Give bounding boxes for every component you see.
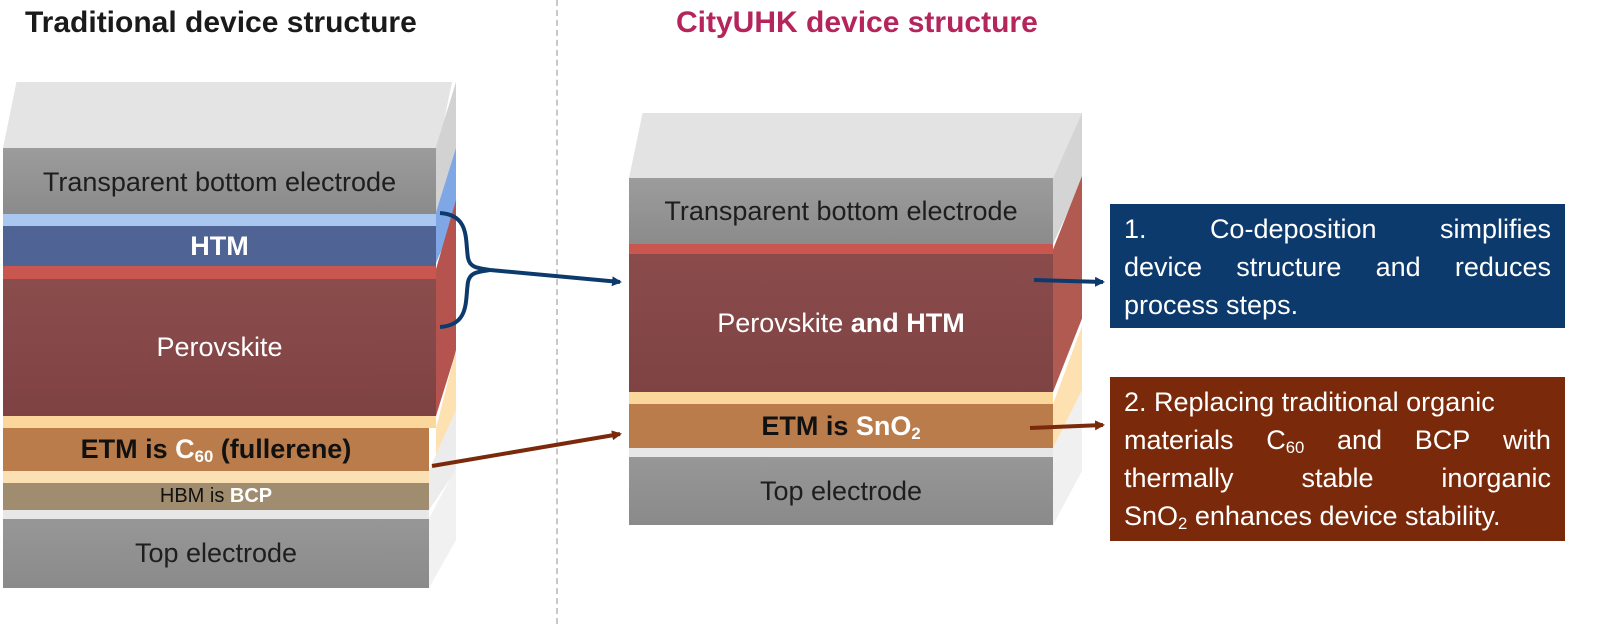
callout1-line1: 1. Co-deposition simplifies bbox=[1124, 210, 1551, 248]
left-htm-top-face bbox=[3, 214, 436, 226]
left-htm-layer: HTM bbox=[3, 226, 436, 266]
brace-to-right-arrow bbox=[489, 268, 622, 287]
left-perovskite-layer: Perovskite bbox=[3, 279, 436, 416]
left-perovskite-label: Perovskite bbox=[156, 332, 283, 362]
callout-replacing-materials: 2. Replacing traditional organic materia… bbox=[1110, 377, 1565, 541]
title-traditional: Traditional device structure bbox=[25, 6, 417, 39]
callout1-word: and bbox=[1375, 252, 1421, 282]
right-etm-sub: 2 bbox=[911, 423, 921, 443]
htm-perovskite-brace bbox=[439, 211, 491, 329]
callout1-word: device bbox=[1124, 252, 1203, 282]
left-hbm-top-face bbox=[3, 471, 429, 483]
left-etm-suffix: (fullerene) bbox=[213, 434, 352, 464]
left-hbm-layer: HBM is BCP bbox=[3, 483, 429, 510]
callout1-line2: device structure and reduces bbox=[1124, 248, 1551, 286]
right-electrode-top-face bbox=[629, 113, 1082, 178]
right-perovskite-top-face bbox=[629, 244, 1053, 254]
left-top-electrode-top-face bbox=[3, 510, 429, 519]
left-perovskite-side-face bbox=[436, 200, 456, 416]
callout2-line3: thermally stable inorganic bbox=[1124, 459, 1551, 497]
callout1-line3: process steps. bbox=[1124, 290, 1299, 320]
left-etm-c: C bbox=[175, 434, 195, 464]
right-etm-layer: ETM is SnO2 bbox=[629, 404, 1053, 448]
right-etm-top-face bbox=[629, 392, 1053, 404]
left-etm-layer: ETM is C60 (fullerene) bbox=[3, 428, 429, 471]
right-transparent-bottom-electrode: Transparent bottom electrode bbox=[629, 178, 1053, 244]
left-transparent-bottom-electrode: Transparent bottom electrode bbox=[3, 148, 436, 216]
callout2-line1: 2. Replacing traditional organic bbox=[1124, 387, 1495, 417]
left-hbm-bold: BCP bbox=[229, 485, 273, 507]
left-top-electrode-label: Top electrode bbox=[134, 538, 298, 568]
left-hbm-label: HBM is BCP bbox=[160, 485, 272, 508]
callout1-word: reduces bbox=[1454, 252, 1551, 282]
callout2-c-sub: 60 bbox=[1285, 438, 1305, 458]
callout2-arrow bbox=[1029, 420, 1105, 431]
right-perovskite-htm-layer: Perovskite and HTM bbox=[629, 254, 1053, 392]
left-etm-top-face bbox=[3, 416, 436, 428]
right-perovskite-prefix: Perovskite bbox=[717, 307, 851, 338]
callout2-line2: materials C60 and BCP with bbox=[1124, 421, 1551, 459]
callout2-c: C bbox=[1266, 425, 1286, 455]
right-etm-sno: SnO bbox=[855, 410, 912, 441]
left-top-electrode-layer: Top electrode bbox=[3, 519, 429, 588]
left-hbm-prefix: HBM is bbox=[159, 485, 230, 507]
left-electrode-label: Transparent bottom electrode bbox=[42, 166, 397, 197]
callout2-word: with bbox=[1502, 425, 1551, 455]
callout2-word: materials bbox=[1124, 425, 1234, 455]
right-electrode-label: Transparent bottom electrode bbox=[664, 195, 1018, 226]
left-htm-label: HTM bbox=[190, 230, 249, 261]
right-top-electrode-layer: Top electrode bbox=[629, 457, 1053, 525]
callout1-word: simplifies bbox=[1439, 214, 1551, 244]
right-top-electrode-label: Top electrode bbox=[759, 475, 923, 506]
right-etm-label: ETM is SnO2 bbox=[761, 411, 920, 442]
right-etm-prefix: ETM is bbox=[761, 410, 856, 441]
callout2-line4-rest: enhances device stability. bbox=[1187, 501, 1501, 531]
right-top-electrode-top-face bbox=[629, 448, 1053, 457]
left-electrode-top-face bbox=[3, 82, 452, 148]
callout-co-deposition: 1. Co-deposition simplifies device struc… bbox=[1110, 204, 1565, 328]
callout2-word: stable bbox=[1301, 463, 1374, 493]
callout1-word: structure bbox=[1236, 252, 1342, 282]
left-perovskite-top-face bbox=[3, 266, 436, 279]
callout1-arrow bbox=[1033, 276, 1105, 287]
right-perovskite-bold: and HTM bbox=[850, 307, 965, 338]
callout1-word: Co-deposition bbox=[1209, 214, 1377, 244]
callout2-line4: SnO2 enhances device stability. bbox=[1124, 497, 1551, 535]
center-divider bbox=[556, 0, 558, 624]
etm-to-right-arrow bbox=[431, 430, 622, 468]
callout2-word: thermally bbox=[1124, 463, 1234, 493]
title-cityuhk: CityUHK device structure bbox=[676, 6, 1038, 39]
left-etm-sub: 60 bbox=[194, 447, 214, 467]
callout2-word: BCP bbox=[1414, 425, 1471, 455]
callout1-word: 1. bbox=[1124, 214, 1147, 244]
callout2-word: inorganic bbox=[1441, 463, 1551, 493]
right-perovskite-label: Perovskite and HTM bbox=[717, 308, 965, 339]
callout2-sno-sub: 2 bbox=[1178, 514, 1188, 534]
callout2-sno: SnO bbox=[1124, 501, 1179, 531]
callout2-word: and bbox=[1337, 425, 1383, 455]
callout2-c60: C60 bbox=[1266, 421, 1304, 459]
left-etm-prefix: ETM is bbox=[80, 434, 176, 464]
left-etm-label: ETM is C60 (fullerene) bbox=[81, 434, 352, 465]
